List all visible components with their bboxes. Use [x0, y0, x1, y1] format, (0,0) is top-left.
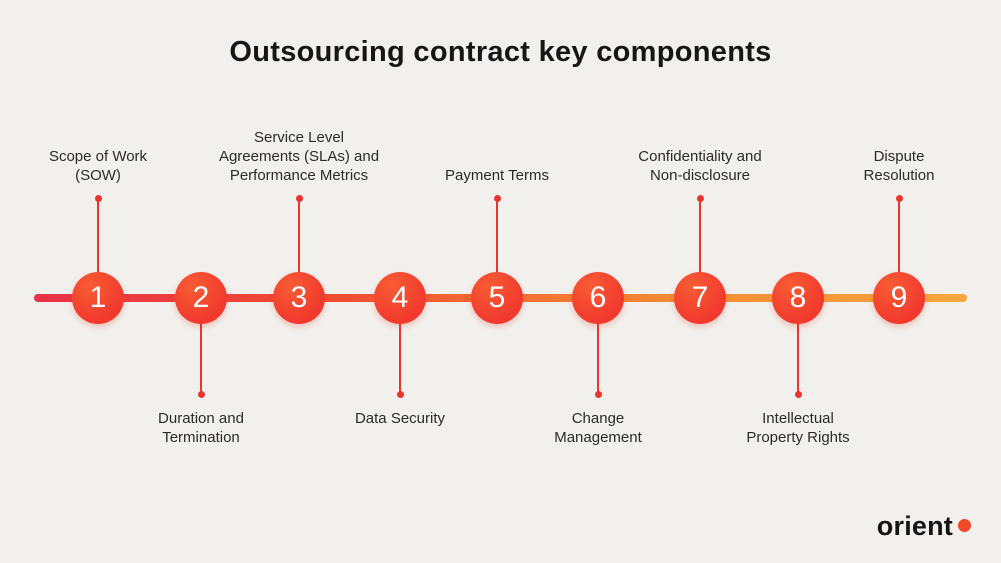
connector-line: [97, 201, 99, 273]
step-circle: 5: [471, 272, 523, 324]
step-circle: 7: [674, 272, 726, 324]
step-label: Duration and Termination: [158, 410, 244, 446]
step-label: Dispute Resolution: [863, 148, 935, 184]
connector-dot: [794, 391, 802, 398]
connector-dot: [396, 391, 404, 398]
step-number: 2: [192, 281, 210, 314]
connector-line: [797, 323, 799, 394]
timeline-item-2: Duration and Termination 2: [91, 0, 311, 563]
connector-line: [597, 323, 599, 394]
step-label: Service Level Agreements (SLAs) and Perf…: [218, 129, 380, 184]
step-number: 4: [391, 281, 409, 314]
connector-dot: [94, 195, 102, 202]
step-number: 3: [290, 281, 308, 314]
step-label: Payment Terms: [445, 167, 549, 184]
step-circle: 4: [374, 272, 426, 324]
step-circle: 1: [72, 272, 124, 324]
step-number: 7: [691, 281, 709, 314]
step-circle: 8: [772, 272, 824, 324]
step-circle: 6: [572, 272, 624, 324]
step-number: 8: [789, 281, 807, 314]
step-circle: 2: [175, 272, 227, 324]
page-title: Outsourcing contract key components: [229, 36, 772, 68]
timeline-item-8: Intellectual Property Rights 8: [688, 0, 908, 563]
step-label: Scope of Work (SOW): [48, 148, 148, 184]
step-label: Confidentiality and Non-disclosure: [638, 148, 762, 184]
step-circle: 3: [273, 272, 325, 324]
step-number: 6: [589, 281, 607, 314]
connector-line: [200, 323, 202, 394]
step-label: Data Security: [354, 410, 446, 427]
brand-name: orient: [876, 511, 953, 541]
step-number: 5: [488, 281, 506, 314]
timeline-item-3: Service Level Agreements (SLAs) and Perf…: [189, 0, 409, 563]
timeline-item-7: Confidentiality and Non-disclosure 7: [590, 0, 810, 563]
timeline-item-4: Data Security 4: [290, 0, 510, 563]
connector-dot: [895, 195, 903, 202]
timeline-item-5: Payment Terms 5: [387, 0, 607, 563]
connector-dot: [594, 391, 602, 398]
brand-logo: orient: [877, 511, 971, 542]
step-label: Change Management: [554, 410, 642, 446]
connector-line: [298, 201, 300, 273]
step-label: Intellectual Property Rights: [746, 410, 850, 446]
connector-dot: [295, 195, 303, 202]
connector-line: [496, 201, 498, 273]
step-circle: 9: [873, 272, 925, 324]
step-number: 1: [89, 281, 107, 314]
step-number: 9: [890, 281, 908, 314]
timeline-item-9: Dispute Resolution 9: [789, 0, 1001, 563]
connector-dot: [696, 195, 704, 202]
connector-line: [399, 323, 401, 394]
timeline-item-6: Change Management 6: [488, 0, 708, 563]
connector-line: [699, 201, 701, 273]
timeline-item-1: Scope of Work (SOW) 1: [0, 0, 208, 563]
connector-dot: [197, 391, 205, 398]
brand-dot-icon: [958, 519, 971, 533]
connector-dot: [493, 195, 501, 202]
connector-line: [898, 201, 900, 273]
